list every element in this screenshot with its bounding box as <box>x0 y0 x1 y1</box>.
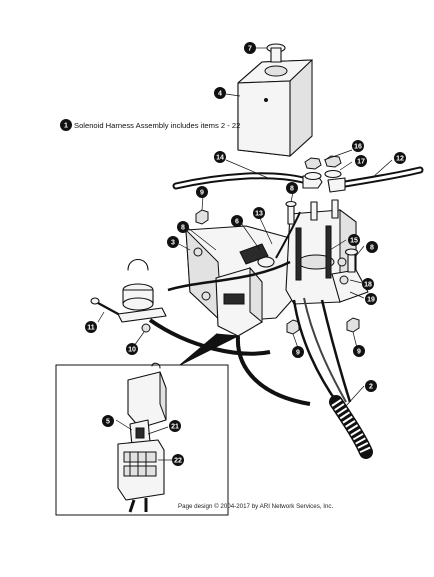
solenoid-body <box>285 209 369 305</box>
mount-bolt-and-plate <box>90 297 167 323</box>
callout-7: 7 <box>244 42 256 54</box>
callout-22-label: 22 <box>174 458 182 465</box>
callout-2: 2 <box>365 380 377 392</box>
callout-10: 10 <box>126 343 138 355</box>
callout-5: 5 <box>102 415 114 427</box>
callout-14: 14 <box>214 151 226 163</box>
callout-7-label: 7 <box>248 46 252 53</box>
callout-11-label: 11 <box>87 325 95 332</box>
callout-22: 22 <box>172 454 184 466</box>
callout-17: 17 <box>355 155 367 167</box>
callout-3: 3 <box>167 236 179 248</box>
callout-2-label: 2 <box>369 384 373 391</box>
copyright-credit: Page design © 2004-2017 by ARI Network S… <box>178 503 333 510</box>
callout-9-right: 9 <box>353 345 365 357</box>
note-number: 1 <box>64 123 68 130</box>
callout-18: 18 <box>362 278 374 290</box>
terminal-nuts <box>304 155 342 181</box>
note-callout-circle <box>60 119 72 131</box>
callout-19: 19 <box>365 293 377 305</box>
callout-9-center-label: 9 <box>296 350 300 357</box>
callout-18-label: 18 <box>364 282 372 289</box>
leader-lines <box>97 47 393 461</box>
callout-3-label: 3 <box>171 240 175 247</box>
callout-10-label: 10 <box>128 347 136 354</box>
connector-housing <box>215 243 275 337</box>
callout-8-left-label: 8 <box>181 225 185 232</box>
callout-8-top-label: 8 <box>290 186 294 193</box>
callout-12-label: 12 <box>396 156 404 163</box>
callout-16-label: 16 <box>354 144 362 151</box>
callout-9-center: 9 <box>292 346 304 358</box>
callout-6: 6 <box>231 215 243 227</box>
callout-14-label: 14 <box>216 155 224 162</box>
callout-6-label: 6 <box>235 219 239 226</box>
callout-21-label: 21 <box>171 424 179 431</box>
studs-and-bolts <box>285 199 359 285</box>
callout-8-top: 8 <box>286 182 298 194</box>
callout-13: 13 <box>253 207 265 219</box>
callout-5-label: 5 <box>106 419 110 426</box>
callout-9-top-label: 9 <box>200 190 204 197</box>
round-component <box>122 258 154 311</box>
assembly-note: 1 Solenoid Harness Assembly includes ite… <box>60 119 240 131</box>
corrugated-loom <box>329 395 373 459</box>
cover-knob <box>266 43 286 63</box>
note-text: Solenoid Harness Assembly includes items… <box>74 121 240 130</box>
callout-8-left: 8 <box>177 221 189 233</box>
hex-nuts <box>141 209 360 335</box>
callout-21: 21 <box>169 420 181 432</box>
harness-wires <box>148 211 352 406</box>
callout-4-label: 4 <box>218 91 222 98</box>
callout-15-label: 15 <box>350 238 358 245</box>
battery-cables <box>172 166 424 193</box>
callout-8-right: 8 <box>366 241 378 253</box>
callout-9-right-label: 9 <box>357 349 361 356</box>
callout-12: 12 <box>394 152 406 164</box>
callout-19-label: 19 <box>367 297 375 304</box>
callout-13-label: 13 <box>255 211 263 218</box>
inset-detail <box>55 333 240 516</box>
callout-4: 4 <box>214 87 226 99</box>
callout-15: 15 <box>348 234 360 246</box>
callout-17-label: 17 <box>357 159 365 166</box>
solenoid-cover <box>237 58 313 158</box>
callout-9-top: 9 <box>196 186 208 198</box>
callout-8-right-label: 8 <box>370 245 374 252</box>
callout-11: 11 <box>85 321 97 333</box>
callout-16: 16 <box>352 140 364 152</box>
